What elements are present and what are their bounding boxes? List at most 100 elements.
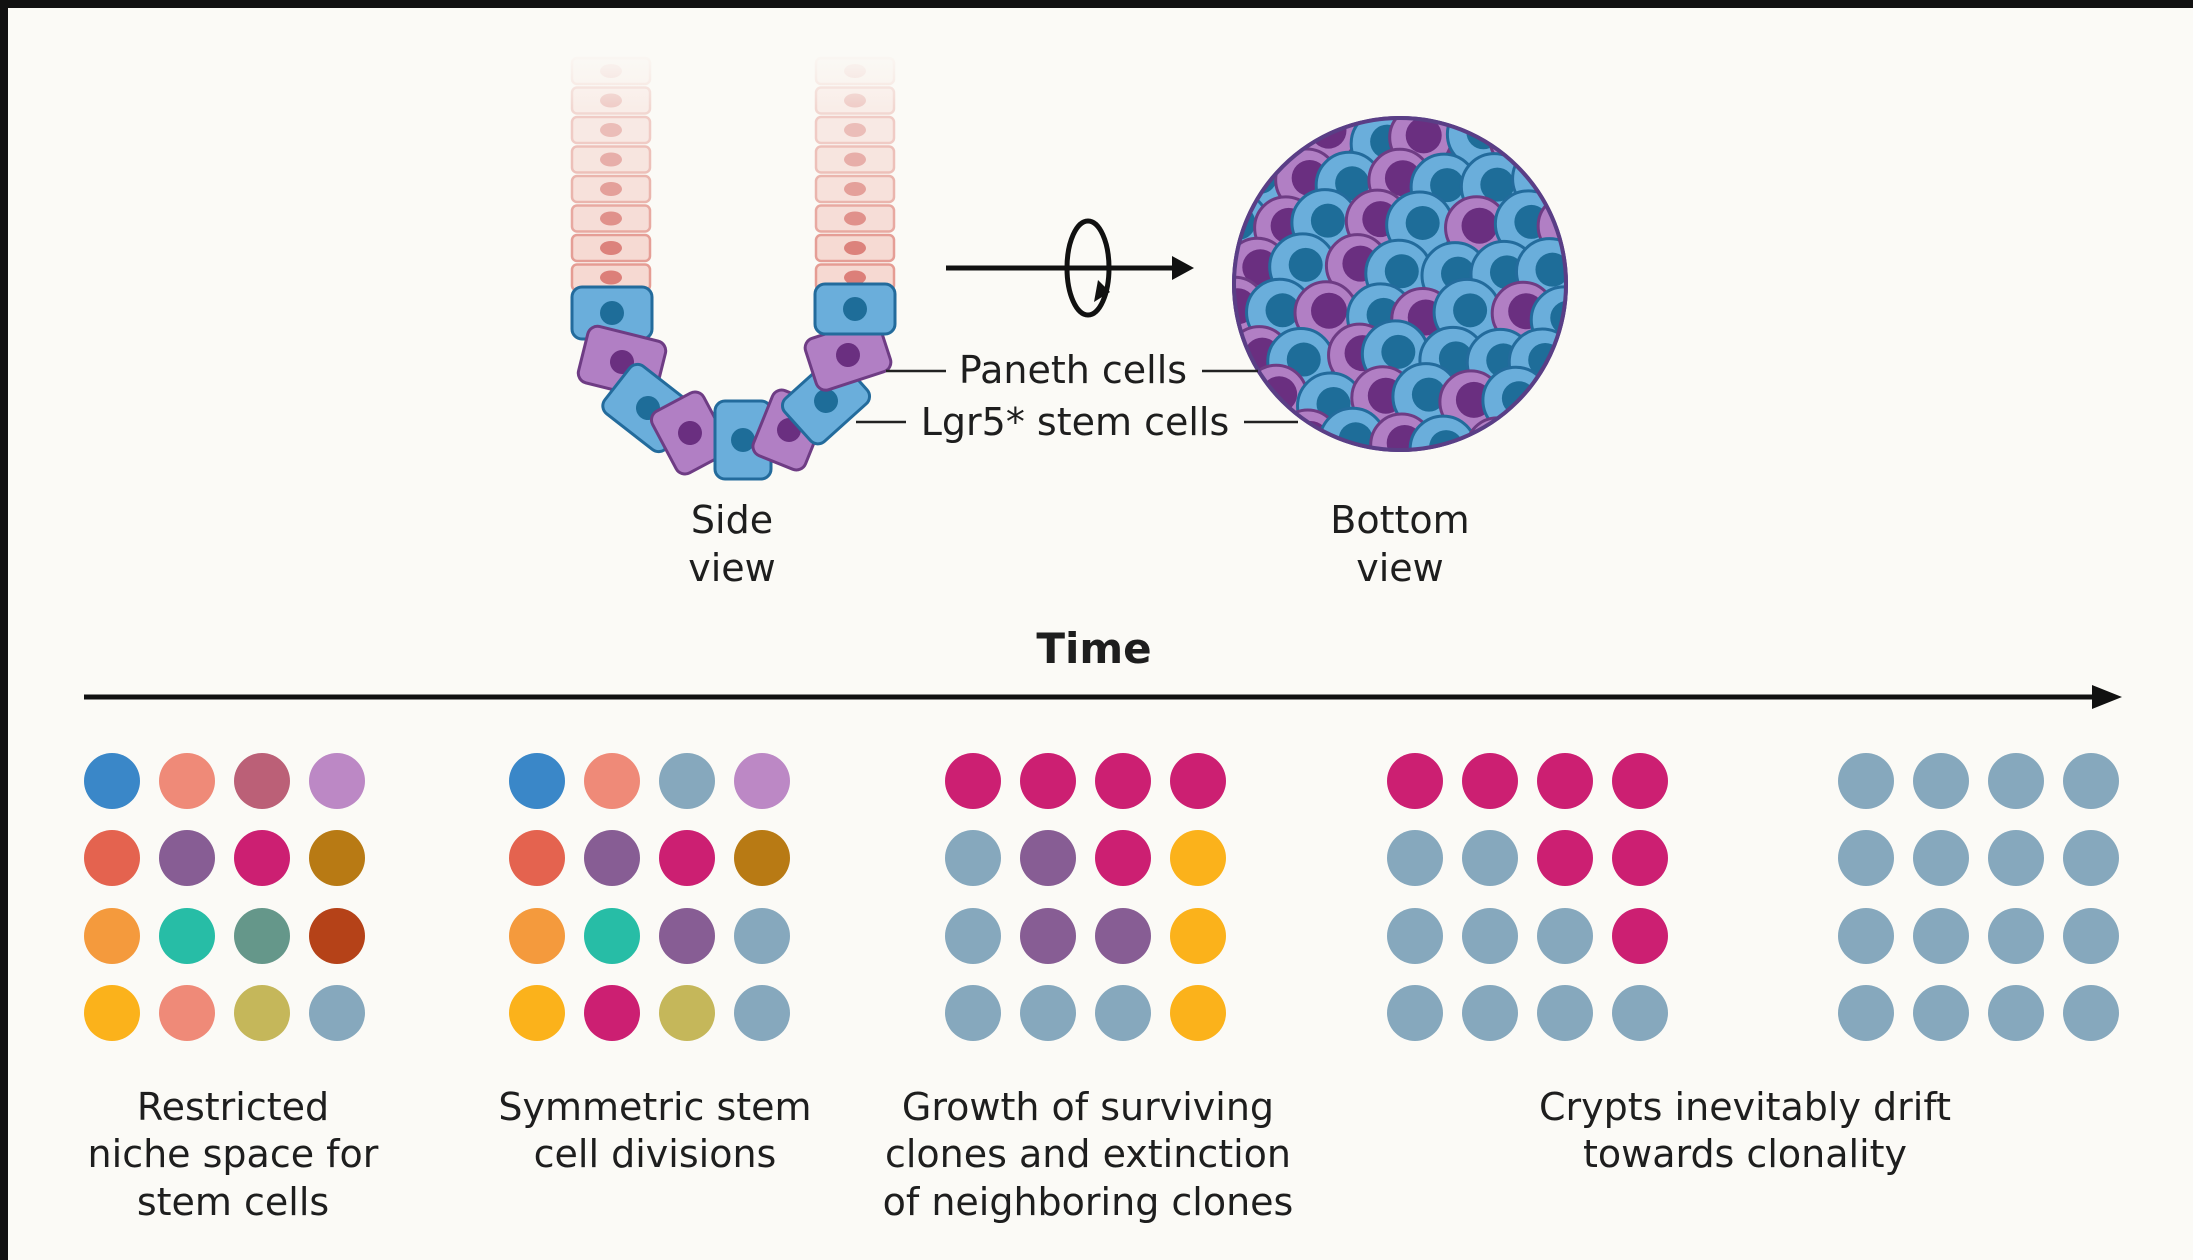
stage-caption-line: Growth of surviving: [902, 1085, 1274, 1129]
stem-cell-dot: [584, 753, 640, 809]
stem-cell-dot: [234, 908, 290, 964]
stem-cell-dot: [659, 830, 715, 886]
stem-cell: [1234, 239, 1244, 309]
stem-cell-dot: [659, 985, 715, 1041]
rotate-icon: [1064, 218, 1112, 318]
stage-caption-line: clones and extinction: [885, 1132, 1291, 1176]
stage-caption-line: cell divisions: [534, 1132, 777, 1176]
stem-cell-dot: [1170, 830, 1226, 886]
stem-cell-dot: [1387, 830, 1443, 886]
stem-cell-dot: [2063, 753, 2119, 809]
crypt-bottom-view: [1232, 116, 1568, 452]
stem-cell-dot: [1095, 908, 1151, 964]
stem-cell-dot: [309, 908, 365, 964]
villus-cell: [814, 233, 896, 263]
stem-cell-dot: [1095, 985, 1151, 1041]
paneth-cell: [803, 318, 893, 392]
stem-cell-dot: [309, 830, 365, 886]
stem-cell-dot: [1988, 753, 2044, 809]
crypt-clone-grid: [1838, 753, 2119, 1041]
villus-cell: [570, 204, 652, 233]
stem-cell-dot: [945, 753, 1001, 809]
time-label: Time: [1036, 624, 1151, 673]
stem-cell-dot: [1537, 830, 1593, 886]
stem-cell-dot: [1612, 908, 1668, 964]
stem-cell-dot: [1612, 753, 1668, 809]
stem-cell-dot: [1913, 908, 1969, 964]
paneth-cell: [649, 390, 731, 476]
crypt-clone-grid: [509, 753, 790, 1041]
stem-cell-dot: [1612, 830, 1668, 886]
crypt-clone-grid: [1387, 753, 1668, 1041]
villus-cell: [570, 233, 652, 263]
stem-cell-dot: [1537, 985, 1593, 1041]
bottom-view-label-line-2: view: [1356, 546, 1444, 590]
villus-cell: [814, 145, 896, 174]
stem-cell-dot: [1020, 753, 1076, 809]
stem-cell: [813, 282, 897, 336]
stem-cell: [1368, 118, 1438, 128]
crypt-side-view: [570, 56, 897, 481]
stem-cell-dot: [1988, 830, 2044, 886]
stem-cell-dot: [84, 753, 140, 809]
stem-cell-dot: [2063, 908, 2119, 964]
stem-cell-dot: [1020, 985, 1076, 1041]
stem-cell-dot: [84, 830, 140, 886]
stem-cell-dot: [84, 908, 140, 964]
bottom-view-label-line-1: Bottom: [1330, 498, 1469, 542]
villus-cell: [814, 204, 896, 233]
stem-cells-label: Lgr5* stem cells: [921, 400, 1230, 444]
stem-cell-dot: [2063, 830, 2119, 886]
stage-caption-line: of neighboring clones: [883, 1180, 1294, 1224]
paneth-cell: [1464, 416, 1530, 450]
stem-cell-dot: [1387, 985, 1443, 1041]
stem-cell-dot: [509, 830, 565, 886]
stem-cell-dot: [659, 753, 715, 809]
rotation-arrow: [946, 218, 1194, 318]
side-view-label-line-1: Side: [691, 498, 773, 542]
stem-cell-dot: [1988, 985, 2044, 1041]
villus-fade-overlay: [560, 48, 900, 108]
side-view-label-line-2: view: [688, 546, 776, 590]
stem-cell-dot: [734, 908, 790, 964]
stem-cell-dot: [945, 830, 1001, 886]
stem-cell-dot: [509, 985, 565, 1041]
stage-caption-line: towards clonality: [1583, 1132, 1907, 1176]
stem-cell-dot: [584, 985, 640, 1041]
stem-cell-dot: [1170, 985, 1226, 1041]
stem-cell-dot: [1462, 830, 1518, 886]
stem-cell-dot: [159, 985, 215, 1041]
stem-cell-dot: [734, 830, 790, 886]
stem-cell-dot: [1462, 753, 1518, 809]
stem-cell-dot: [1537, 908, 1593, 964]
crypt-clone-grid: [945, 753, 1226, 1041]
stem-cell-dot: [1170, 908, 1226, 964]
stem-cell-dot: [1838, 908, 1894, 964]
stem-cell-dot: [1913, 753, 1969, 809]
stem-cell-dot: [234, 830, 290, 886]
stem-cell-dot: [734, 985, 790, 1041]
paneth-cells-label: Paneth cells: [959, 348, 1187, 392]
stage-caption-line: Crypts inevitably drift: [1539, 1085, 1951, 1129]
stem-cell-dot: [1020, 830, 1076, 886]
stem-cell-dot: [945, 908, 1001, 964]
label-leaders: [856, 369, 1298, 424]
villus-cell: [570, 145, 652, 174]
stem-cell-dot: [159, 753, 215, 809]
stem-cell-dot: [1387, 753, 1443, 809]
stem-cell-dot: [1537, 753, 1593, 809]
crypt-clone-grid: [84, 753, 365, 1041]
villus-cell: [814, 115, 896, 145]
stem-cell-dot: [1913, 830, 1969, 886]
stem-cell-dot: [1838, 753, 1894, 809]
stage-caption-line: Restricted: [137, 1085, 329, 1129]
stem-cell-dot: [1387, 908, 1443, 964]
stem-cell-dot: [234, 753, 290, 809]
stem-cell-dot: [1170, 753, 1226, 809]
time-arrow: [84, 685, 2122, 709]
stem-cell-dot: [309, 985, 365, 1041]
stem-cell-dot: [584, 908, 640, 964]
stem-cell-dot: [84, 985, 140, 1041]
